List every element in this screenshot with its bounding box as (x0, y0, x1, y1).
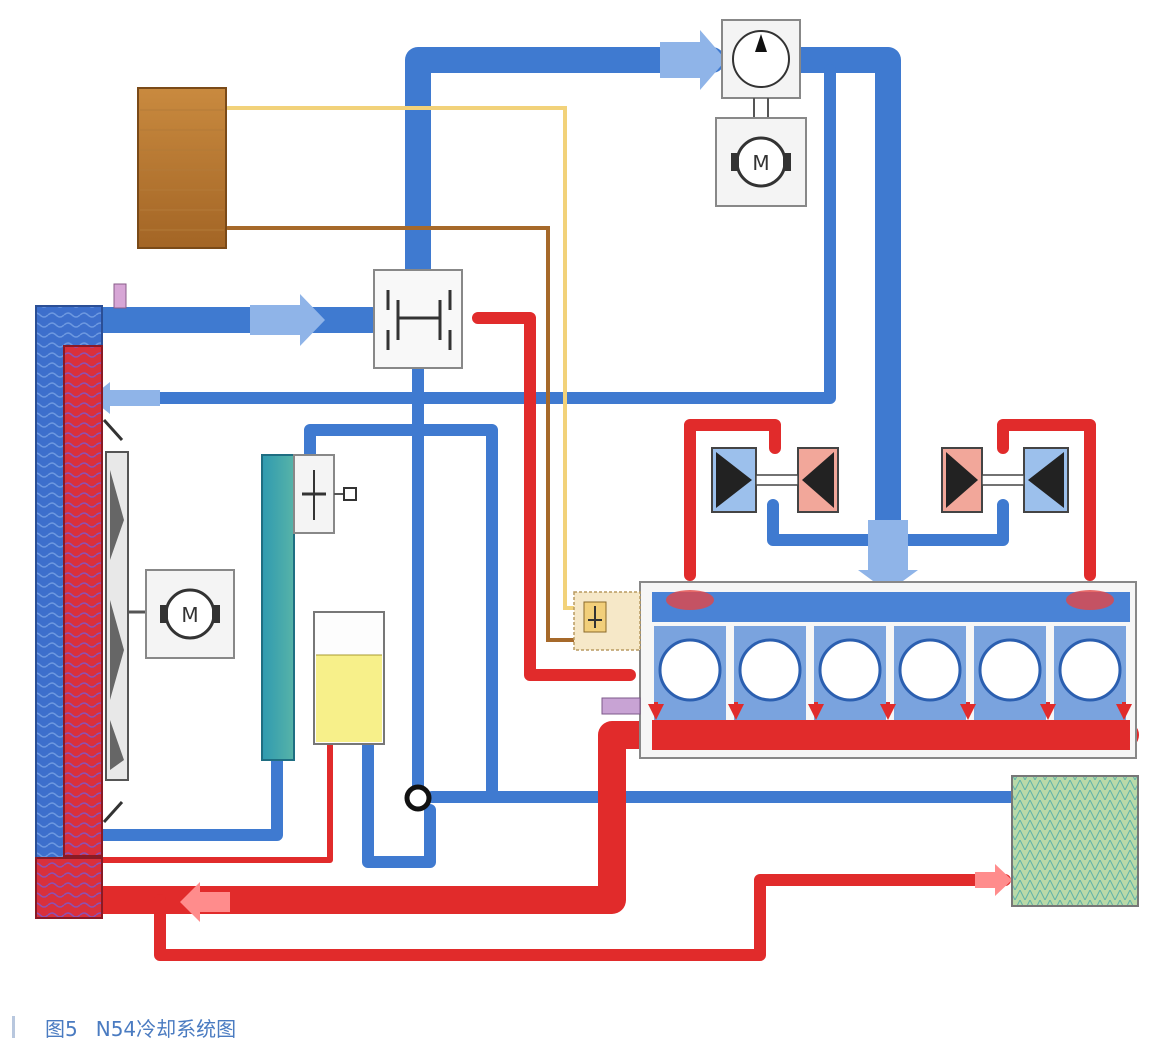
flow-arrow-icon (975, 864, 1012, 896)
radiator-bottom-hot (35, 857, 103, 919)
auxiliary-radiator (1011, 775, 1139, 907)
engine-drain-plug (601, 697, 641, 715)
flow-arrow-icon (858, 520, 918, 592)
figure-number: 图5 (45, 1016, 78, 1041)
cooling-system-diagram: M M (35, 19, 1139, 961)
exchanger-valve (293, 454, 357, 534)
pump-motor-label: M (752, 151, 769, 175)
fan-motor: M (145, 569, 235, 659)
heater-core (137, 87, 227, 249)
sensor-wires (226, 106, 582, 642)
heater-core-fins (140, 109, 224, 231)
caption-marker (12, 1016, 15, 1038)
expansion-tank (313, 611, 385, 745)
fan-icon (102, 418, 148, 824)
turbocharger-left (711, 447, 839, 513)
figure-title: N54冷却系统图 (95, 1016, 237, 1041)
cold-coolant-lines (87, 47, 1018, 868)
electric-coolant-pump: M (715, 19, 807, 207)
flow-arrow-icon (660, 30, 726, 90)
figure-caption: 图5 N54冷却系统图 (12, 1010, 236, 1044)
thermostat-icon (386, 290, 452, 350)
cylinder-flow-arrows (648, 702, 1132, 720)
temperature-sensor (573, 591, 641, 651)
motor-label: M (181, 603, 198, 627)
flow-arrow-icon (180, 882, 230, 922)
radiator-bleed-valve (113, 283, 127, 309)
oil-heat-exchanger (261, 454, 295, 761)
pump-icon (732, 30, 790, 88)
flow-arrow-icon (250, 294, 325, 346)
flow-arrows (90, 30, 1012, 922)
turbocharger-right (941, 447, 1069, 513)
check-valve-icon (404, 784, 432, 812)
engine-block (639, 581, 1137, 759)
flow-arrow-icon (90, 382, 160, 414)
thermostat (373, 269, 463, 369)
engine-cylinders (654, 626, 1126, 720)
radiator-hot-side (63, 345, 103, 857)
